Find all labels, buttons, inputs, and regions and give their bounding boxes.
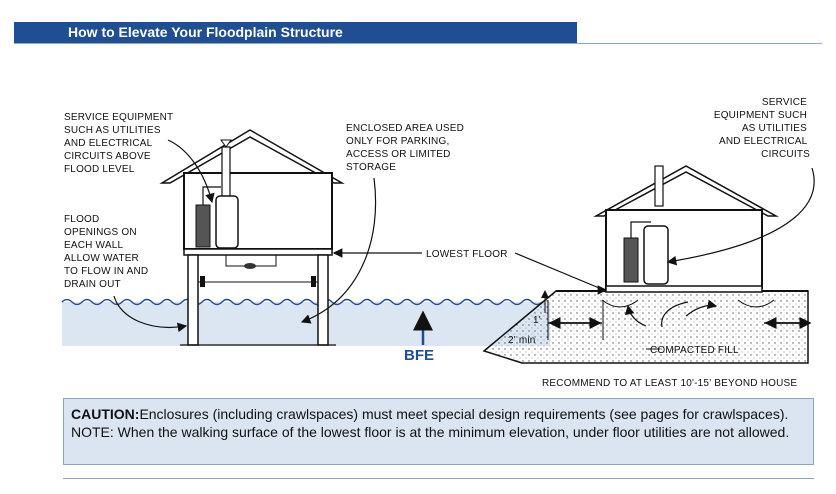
label-service-equipment-left: SERVICE EQUIPMENT SUCH AS UTILITIES AND … [64, 112, 176, 175]
right-pier [317, 254, 329, 346]
left-pier [187, 254, 199, 346]
label-recommend-distance: RECOMMEND TO AT LEAST 10'-15' BEYOND HOU… [542, 378, 797, 389]
label-service-equipment-right: SERVICE EQUIPMENT SUCH AS UTILITIES AND … [714, 97, 810, 160]
water-surface-wave [61, 298, 543, 306]
title-rule [14, 43, 822, 44]
label-one-foot: 1' [533, 315, 541, 326]
label-bfe: BFE [404, 347, 434, 364]
label-compacted-fill: COMPACTED FILL [650, 345, 739, 356]
section-title-banner: How to Elevate Your Floodplain Structure [14, 22, 577, 43]
label-two-min: 2' min [508, 335, 536, 346]
section-title: How to Elevate Your Floodplain Structure [68, 24, 343, 40]
electrical-panel-right [623, 237, 639, 283]
caution-text: Enclosures (including crawlspaces) must … [71, 406, 790, 440]
electrical-panel-left [195, 204, 211, 248]
elevation-diagram: SERVICE EQUIPMENT SUCH AS UTILITIES AND … [61, 97, 815, 389]
water-heater-right [643, 225, 669, 285]
bottom-rule [63, 478, 814, 479]
caution-title: CAUTION: [71, 406, 140, 422]
water-heater-left [215, 195, 239, 249]
label-flood-openings: FLOOD OPENINGS ON EACH WALL ALLOW WATER … [64, 214, 151, 290]
caution-box: CAUTION:Enclosures (including crawlspace… [63, 398, 814, 465]
label-lowest-floor: LOWEST FLOOR [426, 249, 508, 260]
label-enclosed-area: ENCLOSED AREA USED ONLY FOR PARKING, ACC… [346, 123, 467, 173]
elevated-house [159, 129, 345, 346]
floodwater-area [62, 302, 550, 346]
house-on-fill [482, 165, 812, 364]
left-roof [159, 129, 345, 184]
